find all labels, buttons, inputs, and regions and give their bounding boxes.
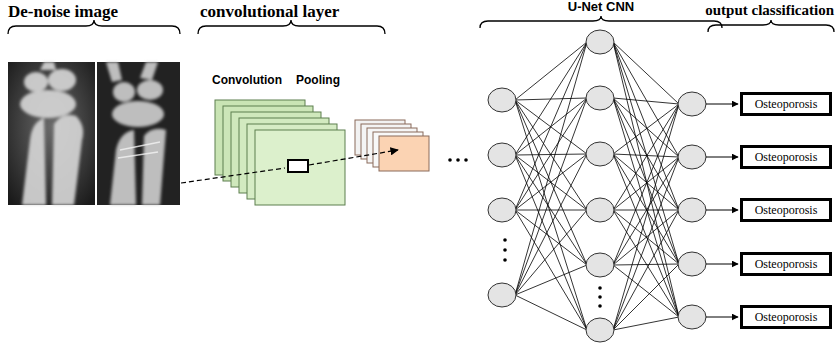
neuron bbox=[586, 86, 614, 110]
neuron bbox=[586, 198, 614, 222]
neuron bbox=[678, 198, 706, 222]
network-wire bbox=[515, 42, 587, 210]
network-wire bbox=[613, 42, 679, 157]
network-wire bbox=[613, 264, 679, 265]
section-heading: U-Net CNN bbox=[568, 0, 634, 15]
xray-images bbox=[8, 62, 180, 205]
layer-label: Pooling bbox=[296, 74, 340, 88]
network-wire bbox=[515, 100, 587, 265]
network-wire bbox=[613, 157, 679, 265]
network-wire bbox=[515, 100, 587, 330]
dashed-arrow bbox=[309, 150, 398, 165]
network-wire bbox=[515, 98, 587, 295]
section-heading: convolutional layer bbox=[200, 2, 339, 22]
convolution-stack bbox=[215, 100, 345, 205]
class-box: Osteoporosis bbox=[740, 198, 832, 222]
network-wire bbox=[613, 98, 679, 104]
network-wire bbox=[613, 104, 679, 330]
curly-bracket bbox=[8, 20, 180, 34]
network-wire bbox=[613, 154, 679, 264]
network-wire bbox=[515, 210, 587, 330]
network-wire bbox=[613, 42, 679, 264]
output-arrow bbox=[706, 264, 738, 265]
network-wire bbox=[613, 264, 679, 330]
network-wire bbox=[613, 317, 679, 330]
neuron bbox=[586, 318, 614, 342]
network-wire bbox=[613, 154, 679, 317]
neuron bbox=[488, 283, 516, 307]
network-wire bbox=[515, 154, 587, 295]
ellipsis-dot bbox=[503, 248, 507, 252]
neuron bbox=[586, 30, 614, 54]
ellipsis-dot bbox=[598, 295, 602, 299]
class-label: Osteoporosis bbox=[755, 150, 818, 165]
curly-bracket bbox=[480, 16, 722, 28]
output-arrow bbox=[706, 104, 738, 105]
output-arrow bbox=[706, 317, 738, 318]
ellipsis-dot bbox=[598, 304, 602, 308]
network-wire bbox=[613, 42, 679, 104]
network-wire bbox=[515, 98, 587, 210]
network-wire bbox=[613, 104, 679, 265]
class-box: Osteoporosis bbox=[740, 92, 832, 116]
ellipsis-dot bbox=[503, 258, 507, 262]
network-wire bbox=[515, 155, 587, 265]
network-wire bbox=[515, 265, 587, 295]
network-wire bbox=[613, 98, 679, 317]
brackets bbox=[8, 16, 834, 34]
network-wire bbox=[613, 265, 679, 317]
class-label: Osteoporosis bbox=[755, 97, 818, 112]
network-wire bbox=[515, 42, 587, 155]
neuron bbox=[586, 253, 614, 277]
network-wire bbox=[515, 155, 587, 330]
class-box: Osteoporosis bbox=[740, 305, 832, 329]
network-wire bbox=[613, 157, 679, 330]
section-heading: De-noise image bbox=[8, 2, 118, 22]
neuron bbox=[586, 142, 614, 166]
neuron bbox=[678, 145, 706, 169]
neuron bbox=[488, 198, 516, 222]
class-box: Osteoporosis bbox=[740, 145, 832, 169]
network-wire bbox=[613, 98, 679, 210]
section-heading: output classification bbox=[705, 2, 834, 19]
pooling-stack bbox=[355, 120, 429, 171]
ellipsis-dot bbox=[598, 286, 602, 290]
network-wire bbox=[613, 42, 679, 317]
curly-bracket bbox=[198, 20, 385, 34]
class-label: Osteoporosis bbox=[755, 310, 818, 325]
network-wire bbox=[613, 98, 679, 264]
class-box: Osteoporosis bbox=[740, 252, 832, 276]
continuation-dots bbox=[448, 158, 468, 162]
network-wire bbox=[613, 210, 679, 317]
xray-image bbox=[97, 62, 180, 205]
ellipsis-dot bbox=[503, 238, 507, 242]
network bbox=[488, 30, 738, 342]
neuron bbox=[678, 92, 706, 116]
class-label: Osteoporosis bbox=[755, 203, 818, 218]
curly-bracket bbox=[708, 20, 834, 32]
network-wire bbox=[613, 210, 679, 330]
neuron bbox=[488, 143, 516, 167]
output-arrow bbox=[706, 157, 738, 158]
network-wire bbox=[613, 104, 679, 210]
network-wire bbox=[515, 42, 587, 100]
network-wire bbox=[515, 295, 587, 330]
class-label: Osteoporosis bbox=[755, 257, 818, 272]
output-arrow bbox=[706, 210, 738, 211]
neuron bbox=[678, 252, 706, 276]
neuron bbox=[678, 305, 706, 329]
network-wire bbox=[515, 42, 587, 295]
network-wire bbox=[515, 154, 587, 210]
neuron bbox=[488, 88, 516, 112]
dashed-leader bbox=[181, 168, 285, 183]
network-wire bbox=[515, 210, 587, 295]
xray-image bbox=[8, 62, 95, 205]
network-wire bbox=[515, 155, 587, 210]
network-wire bbox=[515, 210, 587, 211]
layer-label: Convolution bbox=[212, 74, 282, 88]
